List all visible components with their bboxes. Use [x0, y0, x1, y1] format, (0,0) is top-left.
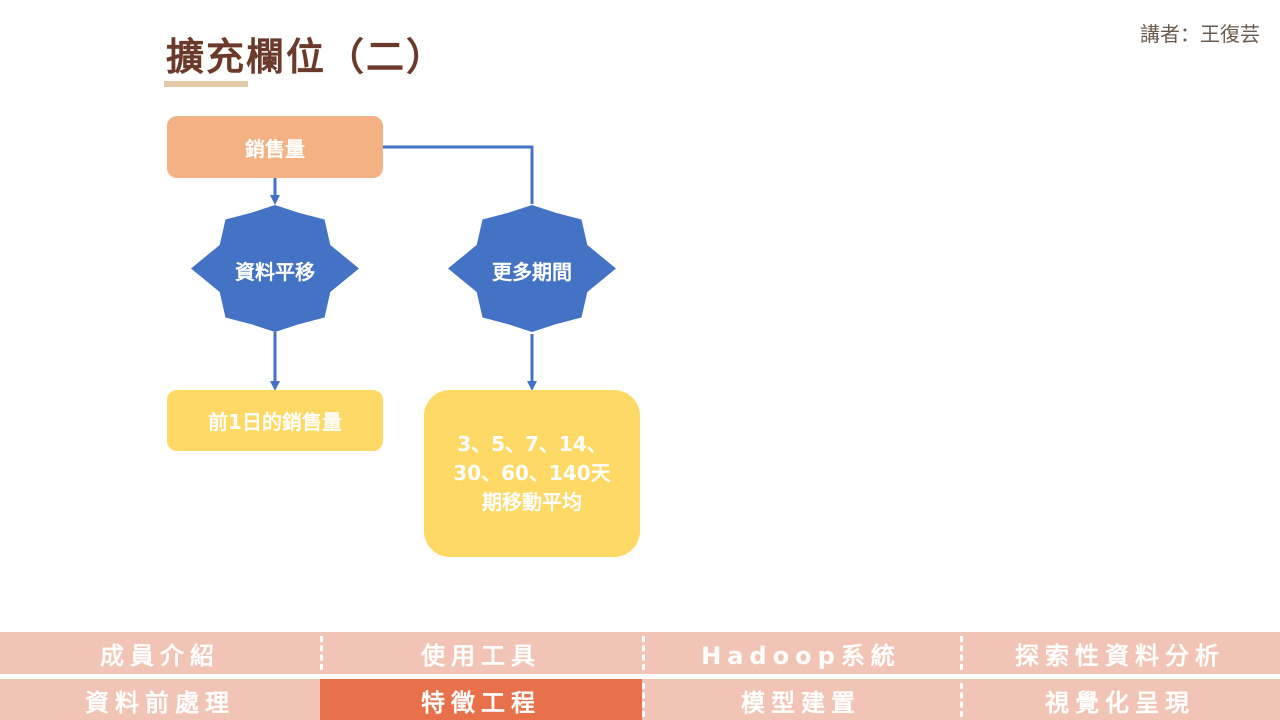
nav-tools[interactable]: 使用工具 — [320, 632, 642, 674]
sales-node: 銷售量 — [167, 116, 383, 178]
section-nav-row-1: 成員介紹 使用工具 Hadoop系統 探索性資料分析 — [0, 632, 1280, 674]
prev-day-sales-label: 前1日的銷售量 — [208, 410, 342, 434]
nav-members[interactable]: 成員介紹 — [0, 632, 320, 674]
section-nav-row-2: 資料前處理 特徵工程 模型建置 視覺化呈現 — [0, 679, 1280, 720]
moving-average-node: 3、5、7、14、 30、60、140天 期移動平均 — [424, 390, 640, 557]
moving-average-line-2: 30、60、140天 — [453, 461, 611, 485]
more-periods-label: 更多期間 — [492, 259, 572, 284]
prev-day-sales-node: 前1日的銷售量 — [167, 390, 383, 451]
data-shift-label: 資料平移 — [235, 259, 315, 284]
nav-feature-engineering[interactable]: 特徵工程 — [320, 679, 642, 720]
sales-node-label: 銷售量 — [245, 136, 305, 161]
title-underline — [164, 81, 248, 87]
nav-preprocessing[interactable]: 資料前處理 — [0, 679, 320, 720]
moving-average-line-1: 3、5、7、14、 — [457, 432, 607, 456]
nav-visualization[interactable]: 視覺化呈現 — [960, 679, 1280, 720]
nav-hadoop[interactable]: Hadoop系統 — [642, 632, 960, 674]
moving-average-line-3: 期移動平均 — [481, 490, 582, 514]
nav-modeling[interactable]: 模型建置 — [642, 679, 960, 720]
flow-diagram — [191, 145, 616, 391]
connector-sales-to-periods — [383, 145, 534, 204]
data-shift-star — [191, 205, 359, 332]
page-title: 擴充欄位（二） — [166, 35, 447, 79]
speaker-label: 講者：王復芸 — [1140, 22, 1260, 46]
more-periods-star — [448, 205, 616, 332]
nav-eda[interactable]: 探索性資料分析 — [960, 632, 1280, 674]
